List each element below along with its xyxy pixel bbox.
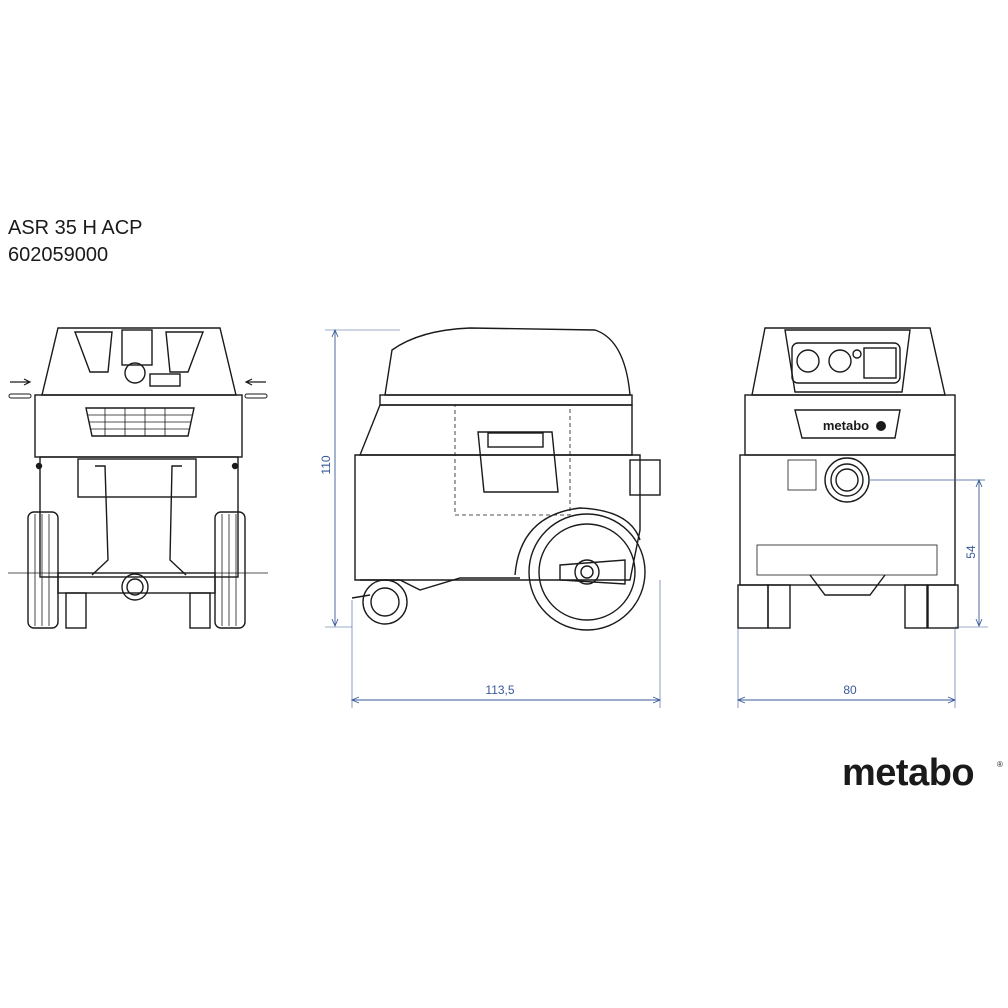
panel-logo: metabo [823,418,869,433]
panel-logo-emblem-icon [876,421,886,431]
height-dimension-label: 110 [319,455,333,474]
product-name: ASR 35 H ACP [8,217,143,239]
rear-view [737,327,985,629]
front-view [8,327,268,629]
dimension-lines [325,328,988,708]
brand-logo: metabo [842,752,975,794]
width-dimension-label: 80 [843,683,857,697]
article-number: 602059000 [8,244,109,266]
side-view [351,327,661,631]
inlet-height-dimension-label: 54 [964,545,978,559]
registered-mark: ® [997,760,1003,769]
length-dimension-label: 113,5 [485,683,514,697]
